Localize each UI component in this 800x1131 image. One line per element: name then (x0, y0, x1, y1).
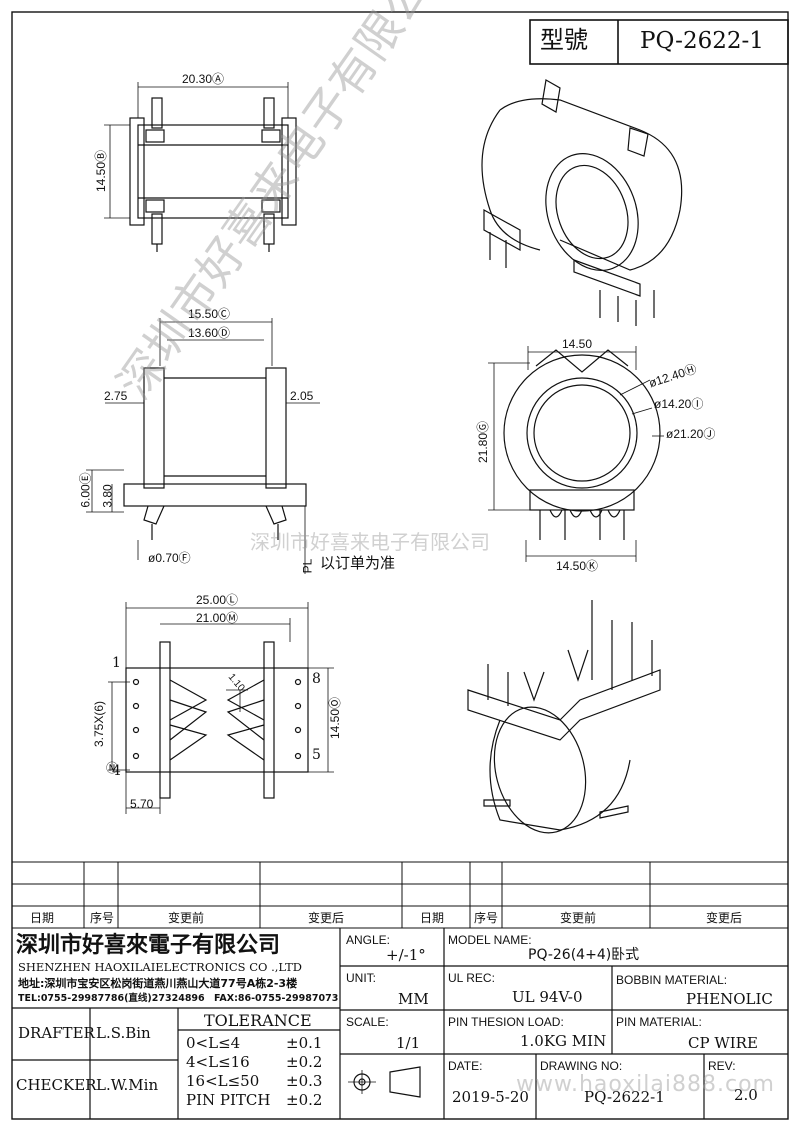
company-name-en: SHENZHEN HAOXILAIELECTRONICS CO .,LTD (18, 960, 302, 974)
model-number: PQ-2622-1 (640, 28, 764, 54)
rev-header-date-2: 日期 (420, 911, 445, 925)
dim-side-h2: 3.80 (100, 484, 115, 508)
rev-header-after-2: 变更后 (706, 911, 743, 925)
ul-value: UL 94V-0 (512, 988, 583, 1006)
rev-header-before-2: 变更前 (560, 911, 597, 925)
tol-range-3: PIN PITCH (186, 1091, 271, 1109)
top-view (104, 82, 297, 252)
drawing-no-value: PQ-2622-1 (584, 1088, 665, 1106)
scale-value: 1/1 (396, 1034, 421, 1052)
dim-pin-dia: ø0.70Ⓕ (148, 551, 191, 565)
dim-bot-pitch-mark: Ⓝ (106, 761, 119, 775)
rev-header-date: 日期 (30, 911, 55, 925)
iso-view-bottom (467, 600, 661, 834)
drafter-label: DRAFTER (18, 1024, 95, 1042)
tol-value-0: ±0.1 (286, 1034, 323, 1052)
model-name-value: PQ-26(4+4)卧式 (528, 947, 640, 963)
date-label: DATE: (448, 1059, 483, 1073)
rev-value: 2.0 (734, 1086, 758, 1104)
tol-range-0: 0<L≤4 (186, 1034, 241, 1052)
dim-side-right: 2.05 (290, 389, 314, 403)
tol-range-1: 4<L≤16 (186, 1053, 250, 1071)
rev-label: REV: (708, 1059, 736, 1073)
dim-side-inner: 13.60Ⓓ (188, 326, 231, 340)
dim-d3: ø21.20Ⓙ (666, 427, 716, 441)
dim-side-h1: 6.00Ⓔ (78, 472, 93, 508)
dim-bot-w2: 21.00Ⓜ (196, 611, 239, 625)
pin-8-label: 8 (312, 671, 321, 687)
company-fax: FAX:86-0755-29987073 (214, 993, 339, 1004)
dim-top-width: 20.30Ⓐ (182, 72, 225, 86)
unit-label: UNIT: (346, 971, 376, 985)
bobbin-label: BOBBIN MATERIAL: (616, 973, 728, 987)
bobbin-value: PHENOLIC (686, 990, 773, 1008)
model-header-box (529, 19, 789, 65)
rev-header-seq: 序号 (90, 911, 115, 925)
page-border (11, 11, 789, 1120)
watermark-middle: 深圳市好喜来电子有限公司 (250, 530, 490, 554)
watermark-url: www.haoxilai888.com (516, 1072, 775, 1097)
company-name-cn: 深圳市好喜來電子有限公司 (16, 932, 281, 958)
pin-1-label: 1 (112, 655, 121, 671)
front-view (488, 346, 664, 562)
rev-header-seq-2: 序号 (474, 911, 499, 925)
side-view (86, 318, 320, 574)
company-tel: TEL:0755-29987786(直线)27324896 (18, 993, 205, 1004)
ul-label: UL REC: (448, 971, 495, 985)
angle-value: +/-1° (386, 946, 426, 964)
tol-value-2: ±0.3 (286, 1072, 323, 1090)
drawing-no-label: DRAWING NO: (540, 1059, 623, 1073)
date-value: 2019-5-20 (452, 1088, 529, 1106)
angle-label: ANGLE: (346, 933, 391, 947)
company-address: 地址:深圳市宝安区松岗街道燕川燕山大道77号A栋2-3楼 (18, 977, 298, 990)
tol-value-1: ±0.2 (286, 1053, 323, 1071)
checker-value: L.W.Min (96, 1076, 159, 1094)
dim-bot-w1: 25.00Ⓛ (196, 593, 239, 607)
drafter-value: L.S.Bin (96, 1024, 151, 1042)
dim-front-height: 21.80Ⓖ (476, 420, 491, 464)
load-label: PIN THESION LOAD: (448, 1015, 564, 1029)
bottom-view (108, 602, 334, 814)
scale-label: SCALE: (346, 1015, 389, 1029)
dim-bot-offset: 5.70 (130, 797, 154, 811)
pin-4-label: 4 (112, 763, 121, 779)
dim-side-outer: 15.50Ⓒ (188, 307, 231, 321)
dim-d2: ø14.20Ⓘ (654, 397, 704, 411)
title-block-lines (12, 928, 788, 1119)
tolerance-title: TOLERANCE (204, 1011, 312, 1030)
model-name-label: MODEL NAME: (448, 933, 532, 947)
dim-side-left: 2.75 (104, 389, 128, 403)
dim-top-height: 14.50Ⓑ (94, 149, 109, 193)
rev-header-after: 变更后 (308, 911, 345, 925)
tol-value-3: ±0.2 (286, 1091, 323, 1109)
model-label: 型號 (540, 26, 588, 54)
dim-bot-pitch: 3.75X(6) (92, 700, 107, 748)
rev-header-before: 变更前 (168, 911, 205, 925)
pin-material-value: CP WIRE (688, 1034, 758, 1052)
pin-material-label: PIN MATERIAL: (616, 1015, 702, 1029)
order-note: 以订单为准 (320, 554, 396, 572)
load-value: 1.0KG MIN (520, 1032, 607, 1050)
dim-front-bottom: 14.50Ⓚ (556, 559, 599, 573)
dim-pin-len: PL (300, 558, 315, 574)
iso-view-top (481, 79, 683, 326)
checker-label: CHECKER (16, 1076, 97, 1094)
revision-table-lines (12, 861, 788, 929)
unit-value: MM (398, 990, 429, 1008)
dim-bot-height: 14.50Ⓞ (328, 696, 343, 740)
tol-range-2: 16<L≤50 (186, 1072, 260, 1090)
dim-front-width: 14.50 (562, 337, 593, 351)
pin-5-label: 5 (312, 747, 321, 763)
